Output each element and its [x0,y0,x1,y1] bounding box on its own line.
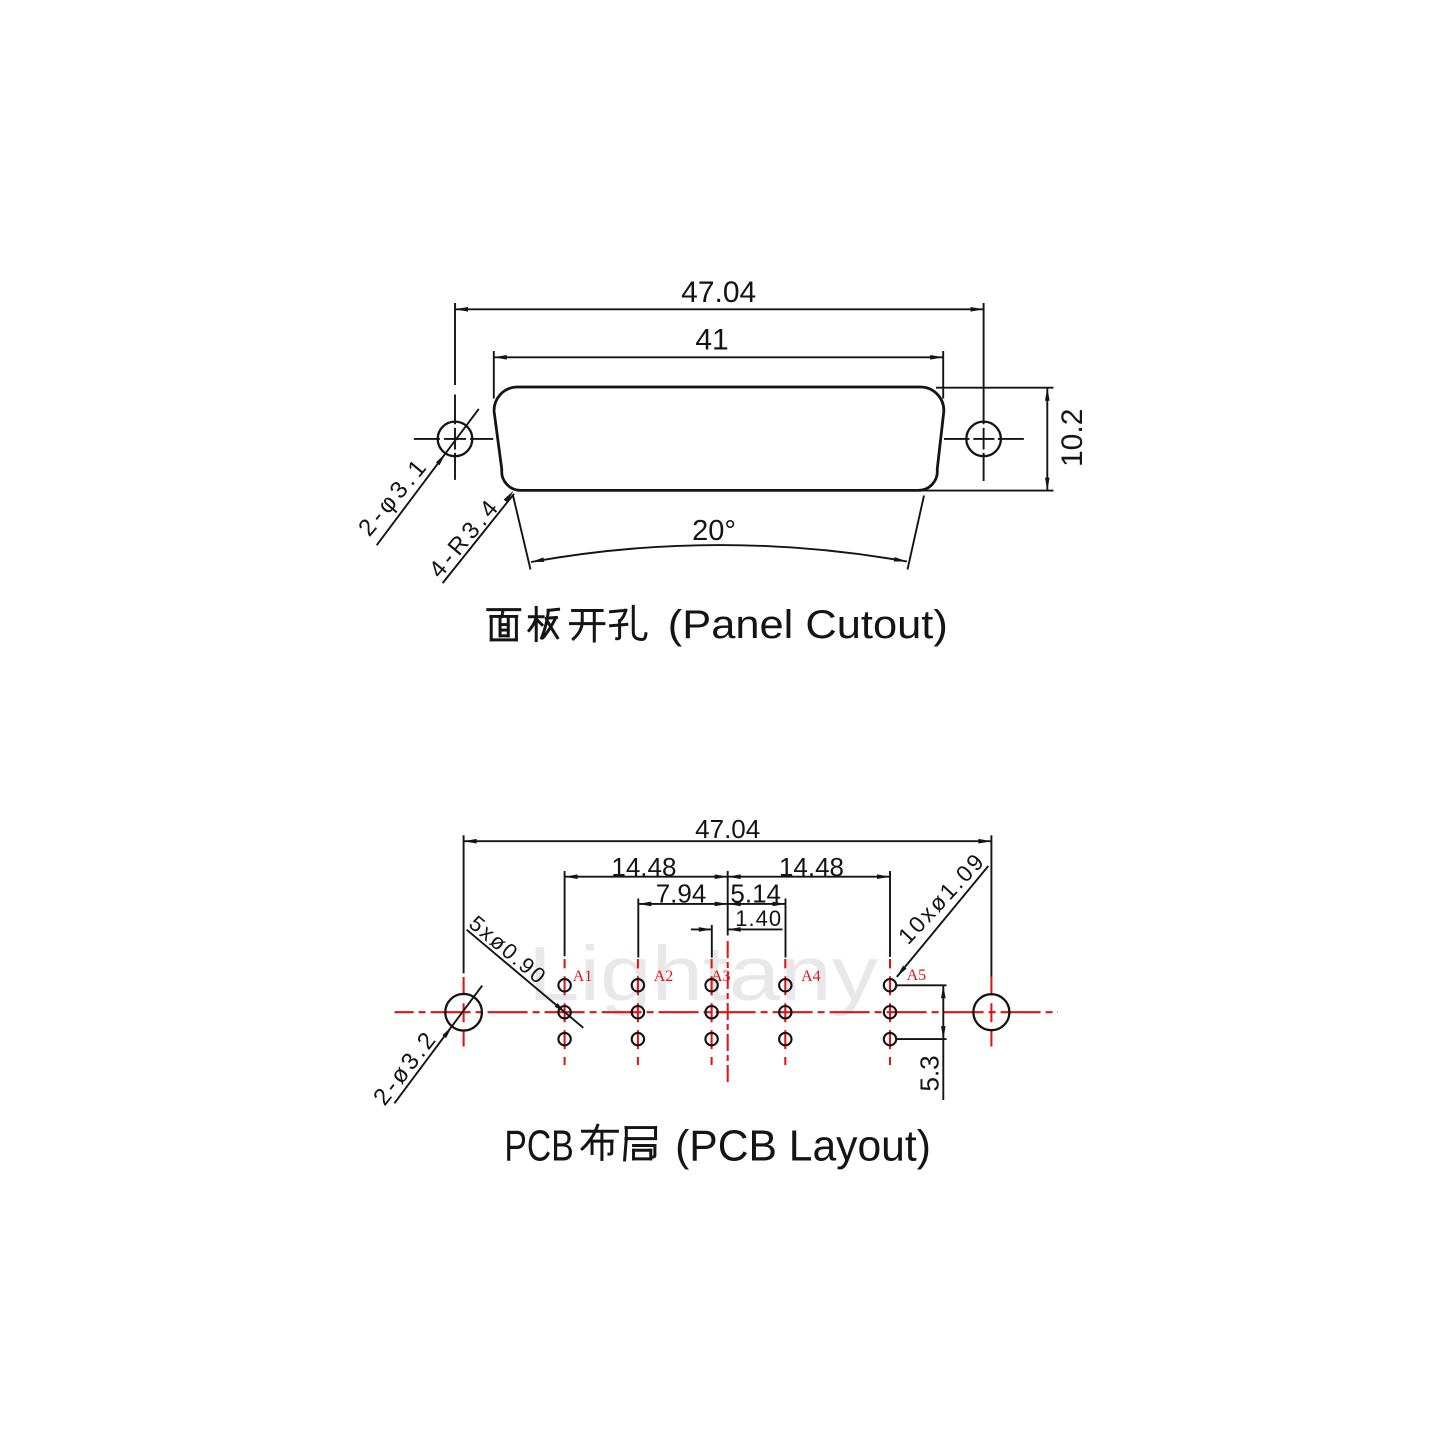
svg-text:(Panel Cutout): (Panel Cutout) [668,603,948,647]
svg-text:A3: A3 [711,968,731,985]
svg-text:A1: A1 [573,968,593,985]
svg-text:47.04: 47.04 [695,814,760,844]
svg-text:47.04: 47.04 [681,276,756,309]
svg-text:A4: A4 [801,968,821,985]
svg-text:14.48: 14.48 [611,852,676,882]
svg-text:A5: A5 [907,967,927,984]
svg-text:PCB: PCB [504,1122,573,1171]
svg-text:41: 41 [695,324,728,357]
svg-text:5.14: 5.14 [730,878,781,908]
svg-text:A2: A2 [654,968,674,985]
svg-text:20°: 20° [692,515,736,547]
svg-text:(PCB Layout): (PCB Layout) [675,1122,931,1171]
svg-text:1.40: 1.40 [735,906,782,931]
svg-text:5.3: 5.3 [915,1055,945,1091]
svg-text:10.2: 10.2 [1056,409,1089,467]
svg-text:14.48: 14.48 [779,852,844,882]
svg-text:Lightany: Lightany [528,931,879,1017]
svg-text:7.94: 7.94 [656,878,707,908]
